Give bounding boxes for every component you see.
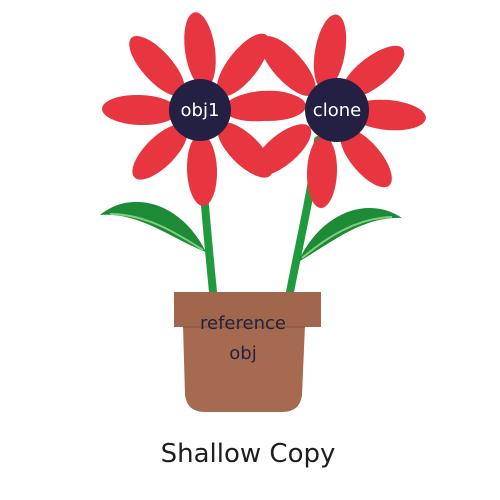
flower-left-center bbox=[169, 79, 231, 141]
leaf-right bbox=[298, 207, 402, 262]
pot-label-line1: reference bbox=[200, 313, 286, 334]
diagram-caption: Shallow Copy bbox=[161, 439, 336, 469]
pot-rim bbox=[174, 292, 321, 327]
pot-body bbox=[183, 325, 305, 412]
pot-label-line2: obj bbox=[229, 343, 256, 364]
flower-right-petals bbox=[230, 14, 426, 208]
leaf-left bbox=[100, 201, 206, 252]
flower-right-label: clone bbox=[313, 100, 361, 121]
flower-right-center bbox=[305, 78, 369, 142]
flower-left-label: obj1 bbox=[181, 100, 220, 121]
